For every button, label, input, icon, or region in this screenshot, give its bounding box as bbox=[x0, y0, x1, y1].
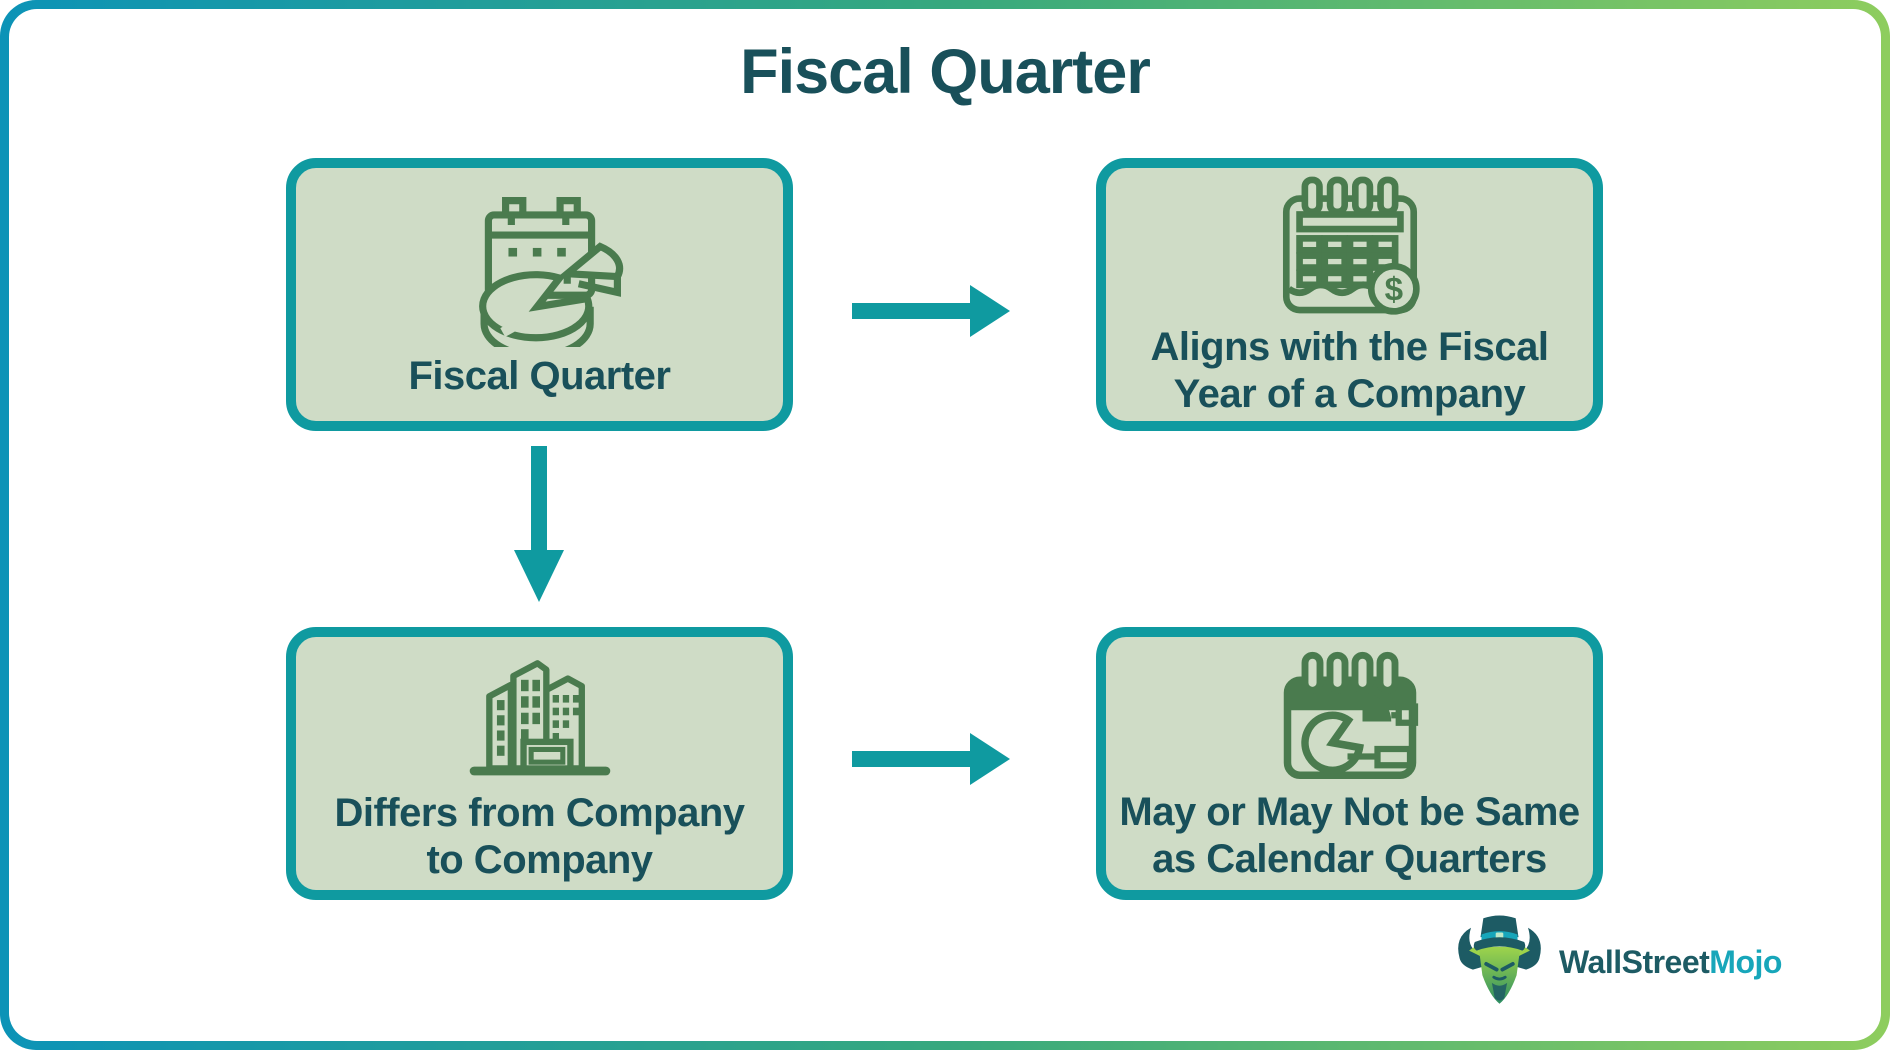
logo-text: WallStreetMojo bbox=[1559, 944, 1782, 981]
arrow-down-icon bbox=[514, 446, 564, 602]
calendar-money-icon: $ bbox=[1282, 176, 1420, 315]
card-label: May or May Not be Same as Calendar Quart… bbox=[1119, 790, 1580, 881]
icon-wrap bbox=[454, 189, 626, 348]
card-label: Aligns with the Fiscal Year of a Company bbox=[1150, 325, 1549, 416]
arrow-right-icon bbox=[852, 733, 1010, 785]
logo-brand-secondary: Mojo bbox=[1709, 943, 1782, 980]
card-fiscal-quarter: Fiscal Quarter bbox=[286, 158, 793, 431]
card-calendar-quarters: May or May Not be Same as Calendar Quart… bbox=[1096, 627, 1603, 900]
card-differs-company: Differs from Company to Company bbox=[286, 627, 793, 900]
calendar-pie-chart-icon bbox=[478, 197, 623, 348]
logo-brand-primary: WallStreet bbox=[1559, 943, 1710, 980]
icon-wrap: $ bbox=[1270, 172, 1430, 318]
calendar-pie-slice-icon bbox=[1283, 651, 1418, 780]
office-buildings-icon bbox=[469, 660, 610, 776]
card-label: Differs from Company to Company bbox=[334, 791, 745, 882]
card-label: Fiscal Quarter bbox=[408, 354, 671, 399]
bull-tophat-icon bbox=[1458, 915, 1541, 1004]
icon-wrap bbox=[464, 644, 616, 784]
svg-text:$: $ bbox=[1384, 272, 1402, 309]
arrow-right-icon bbox=[852, 285, 1010, 337]
page-title: Fiscal Quarter bbox=[740, 37, 1151, 107]
wallstreetmojo-logo: WallStreetMojo bbox=[1452, 910, 1782, 1014]
icon-wrap bbox=[1275, 645, 1425, 783]
card-aligns-fiscal-year: $ Aligns with the Fiscal Year of a Compa… bbox=[1096, 158, 1603, 431]
